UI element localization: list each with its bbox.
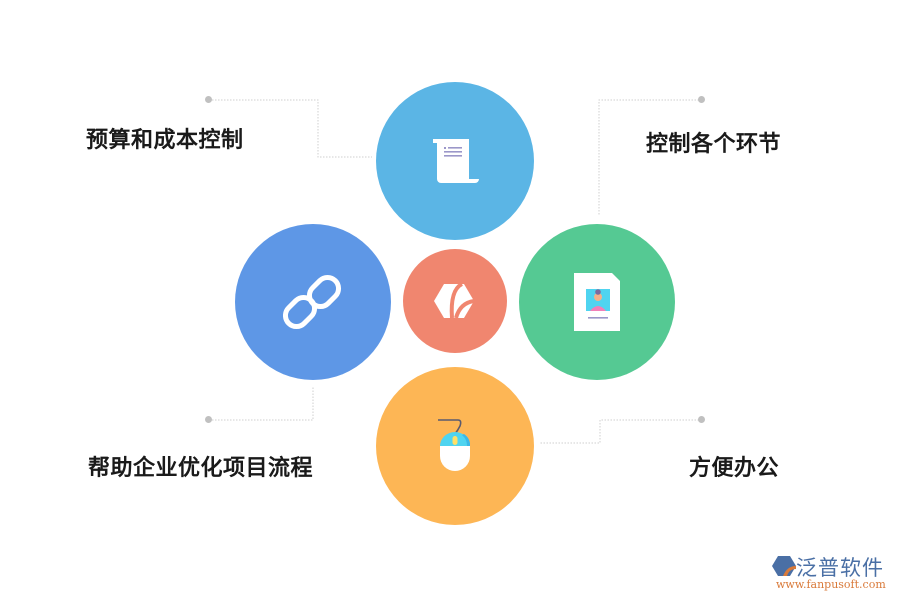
center-brand-circle — [403, 249, 507, 353]
connector-dot-top-left — [205, 96, 212, 103]
node-right-circle — [519, 224, 675, 380]
connector-top-right — [598, 99, 702, 215]
label-convenient-office: 方便办公 — [689, 456, 780, 481]
connector-bottom-left — [209, 386, 314, 421]
connector-top-left — [209, 99, 372, 158]
scroll-document-icon — [433, 139, 479, 183]
connector-bottom-right — [540, 419, 702, 444]
node-left-circle — [235, 224, 391, 380]
label-budget-cost-control: 预算和成本控制 — [86, 128, 244, 153]
connector-dot-top-right — [698, 96, 705, 103]
node-bottom-circle — [376, 367, 534, 525]
logo-url: www.fanpusoft.com — [776, 578, 886, 591]
label-control-each-step: 控制各个环节 — [646, 132, 782, 157]
brand-logo: 泛普软件 www.fanpusoft.com — [770, 552, 895, 597]
logo-mark-icon — [772, 556, 796, 576]
chain-link-icon — [283, 274, 342, 330]
logo-title: 泛普软件 — [796, 556, 884, 580]
id-card-document-icon — [574, 273, 620, 331]
node-top-circle — [376, 82, 534, 240]
label-optimize-project-process: 帮助企业优化项目流程 — [88, 456, 314, 481]
connector-dot-bottom-right — [698, 416, 705, 423]
connector-dot-bottom-left — [205, 416, 212, 423]
brand-hexagon-icon — [434, 282, 475, 319]
computer-mouse-icon — [438, 419, 471, 471]
